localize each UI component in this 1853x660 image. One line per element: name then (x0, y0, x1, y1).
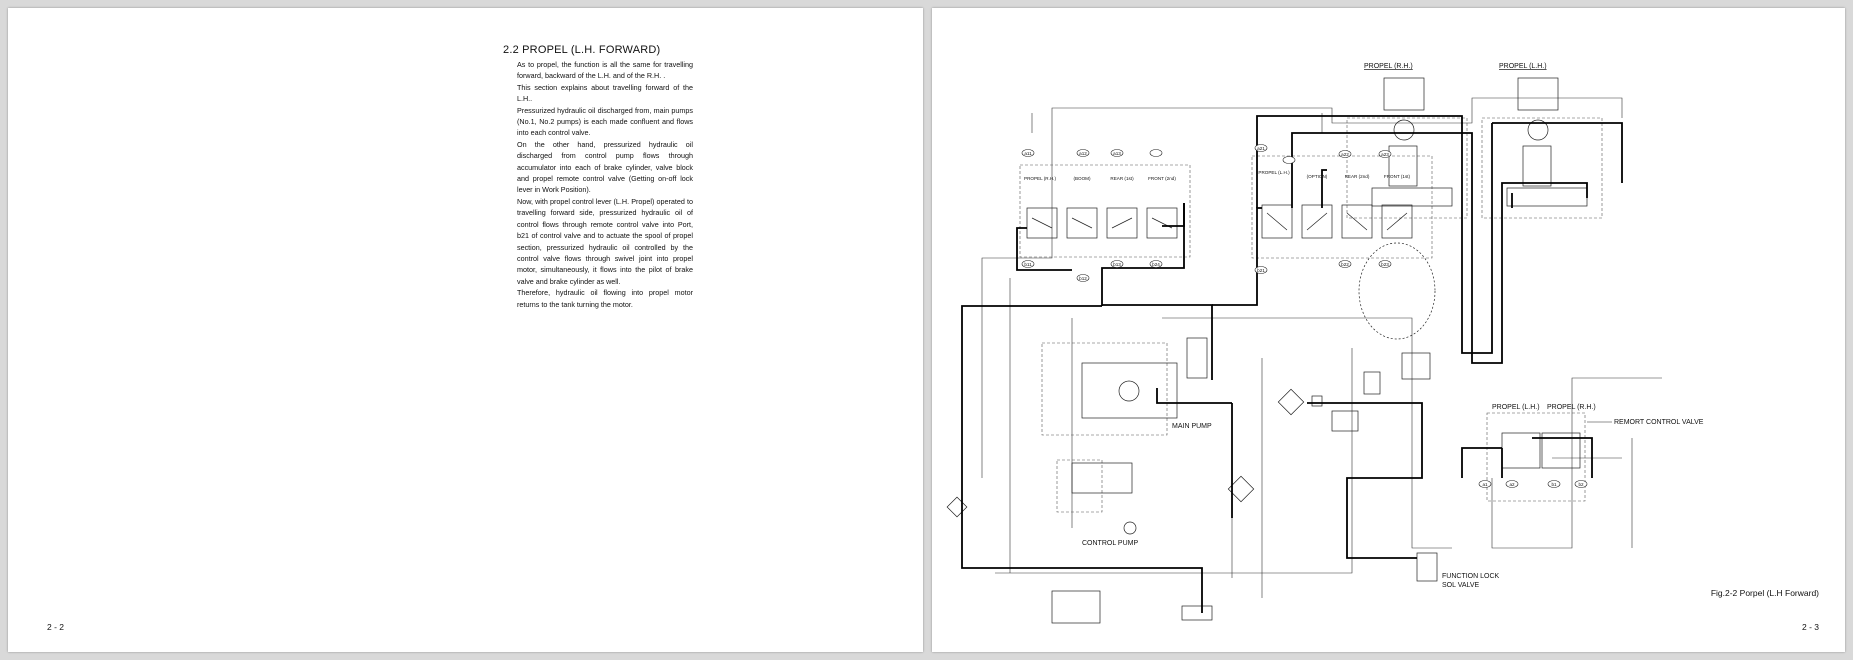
left-page-number: 2 - 2 (47, 622, 65, 632)
port-tag: a22 (1341, 152, 1349, 157)
function-lock-label-2: SOL VALVE (1442, 582, 1480, 589)
valve-b-section-label: REAR (2nd) (1345, 174, 1370, 179)
main-pump-outline (1041, 342, 1168, 436)
valve-b-section-label: FRONT (1st) (1384, 174, 1411, 179)
function-lock-valve (1416, 552, 1438, 582)
paragraph: As to propel, the function is all the sa… (517, 60, 693, 81)
propel-rh-brake (1383, 77, 1425, 111)
remote-control-valve-label: REMORT CONTROL VALVE (1614, 419, 1704, 426)
valve-a-section-label: REAR (1st) (1110, 176, 1134, 181)
paragraph: On the other hand, pressurized hydraulic… (517, 139, 693, 195)
valve-a-section-label: (BOOM) (1073, 176, 1091, 181)
propel-rh-motor-outline (1346, 117, 1468, 219)
port-tag: a21 (1257, 146, 1265, 151)
remote-lh-label: PROPEL (L.H.) (1492, 404, 1540, 411)
control-pump (1071, 462, 1133, 494)
port-tag: b12 (1079, 276, 1087, 281)
propel-rh-motor (1393, 119, 1415, 141)
port-tag: a23 (1381, 152, 1389, 157)
propel-lh-motor-outline (1481, 117, 1603, 219)
pilot-flow-path (1307, 402, 1423, 559)
swivel-joint (1358, 242, 1436, 340)
port-tag: a11 (1024, 151, 1032, 156)
port-tag: b21 (1257, 268, 1265, 273)
port-tag: b22 (1341, 262, 1349, 267)
remote-control-valve-outline (1486, 412, 1586, 502)
main-pump (1081, 362, 1178, 419)
main-pump-label: MAIN PUMP (1172, 423, 1212, 430)
left-page: 2.2 PROPEL (L.H. FORWARD) As to propel, … (8, 8, 923, 652)
right-page-number: 2 - 3 (1801, 622, 1819, 632)
section-title: 2.2 PROPEL (L.H. FORWARD) (503, 44, 661, 56)
port-tag: a2 (1509, 482, 1515, 487)
hydraulic-schematic: a11 a12 a13 b11 b12 b13 a21 a22 a23 b21 … (946, 63, 1704, 624)
paragraph: Therefore, hydraulic oil flowing into pr… (517, 288, 693, 309)
right-page: a11 a12 a13 b11 b12 b13 a21 a22 a23 b21 … (932, 8, 1845, 652)
port-tag: b13 (1113, 262, 1121, 267)
paragraph: Pressurized hydraulic oil discharged fro… (517, 105, 693, 138)
valve-b-section-label: PROPEL (L.H.) (1258, 170, 1290, 175)
valve-a-section-label: FRONT (2nd) (1148, 176, 1176, 181)
propel-rh-label: PROPEL (R.H.) (1364, 63, 1413, 70)
port-tag: a13 (1113, 151, 1121, 156)
paragraph: This section explains about travelling f… (517, 82, 693, 104)
valve-b-section-label: (OPTION) (1307, 174, 1328, 179)
remote-valve-rh (1541, 432, 1581, 469)
body-text: As to propel, the function is all the sa… (517, 59, 693, 310)
port-tag: b23 (1381, 262, 1389, 267)
propel-lh-motor (1527, 119, 1549, 141)
main-flow-path (1101, 203, 1213, 380)
control-valve-a-outline (1019, 164, 1191, 258)
remote-rh-label: PROPEL (R.H.) (1547, 404, 1596, 411)
propel-lh-label: PROPEL (L.H.) (1499, 63, 1547, 70)
port-tag: b11 (1024, 262, 1032, 267)
port-tag: b1 (1551, 482, 1557, 487)
propel-lh-brake (1517, 77, 1559, 111)
valve-a-section-label: PROPEL (R.H.) (1024, 176, 1056, 181)
port-tag: b24 (1152, 262, 1160, 267)
control-pump-label: CONTROL PUMP (1082, 540, 1138, 547)
function-lock-label: FUNCTION LOCK (1442, 573, 1500, 580)
figure-caption: Fig.2-2 Porpel (L.H Forward) (1710, 588, 1819, 598)
port-tag: a1 (1482, 482, 1488, 487)
port-tag: a12 (1079, 151, 1087, 156)
port-tag: b2 (1578, 482, 1584, 487)
paragraph: Now, with propel control lever (L.H. Pro… (517, 196, 693, 286)
filter (1363, 371, 1381, 395)
